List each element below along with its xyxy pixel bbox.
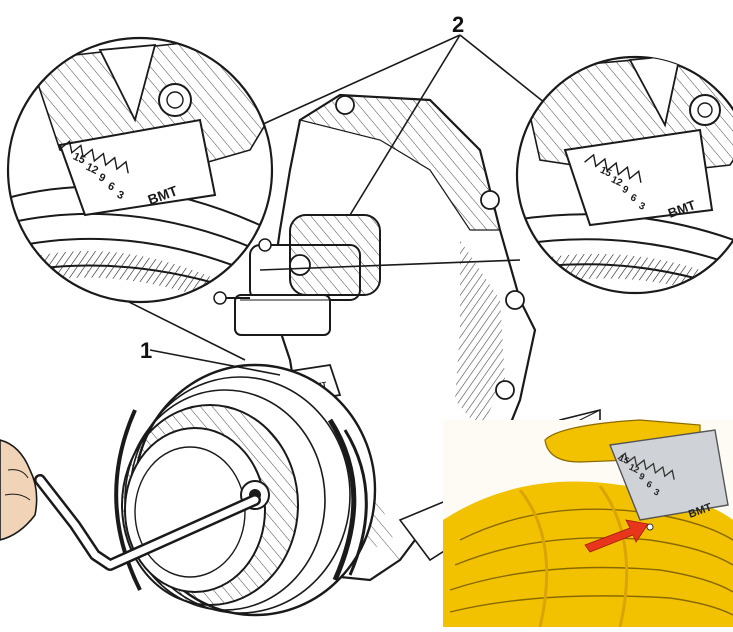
left-scale-digit-15: 15 bbox=[71, 151, 87, 167]
red-arrow-icon bbox=[584, 519, 649, 553]
callout-label-1: 1 bbox=[140, 338, 153, 363]
crank-handle-icon bbox=[34, 474, 261, 571]
hand-icon bbox=[0, 439, 38, 541]
left-scale-digit-9: 9 bbox=[97, 171, 108, 184]
photo-scale-digit-6: 6 bbox=[645, 479, 654, 490]
fuel-pump-assembly bbox=[213, 214, 381, 336]
right-scale-digit-15: 15 bbox=[598, 165, 613, 180]
photo-scale-digit-9: 9 bbox=[638, 471, 647, 482]
left-scale-digit-6: 6 bbox=[106, 180, 117, 193]
left-scale-digit-3: 3 bbox=[115, 189, 126, 202]
right-scale-digit-6: 6 bbox=[629, 192, 639, 205]
callout-label-2: 2 bbox=[452, 12, 465, 37]
photo-scale-digit-3: 3 bbox=[652, 487, 661, 498]
left-magnifier-detail: 15 12 9 6 3 ВМТ bbox=[6, 36, 274, 304]
right-scale-digit-9: 9 bbox=[620, 184, 630, 197]
right-scale-digit-3: 3 bbox=[637, 201, 647, 214]
right-magnifier-detail: 15 12 9 6 3 ВМТ bbox=[515, 55, 733, 295]
photo-scale-digit-15: 15 bbox=[617, 453, 630, 466]
right-scale-digit-12: 12 bbox=[609, 174, 624, 189]
left-scale-digit-12: 12 bbox=[84, 161, 100, 177]
photo-scale-digit-12: 12 bbox=[627, 462, 640, 475]
crankshaft-pulley bbox=[114, 363, 377, 617]
leader-lines bbox=[124, 34, 561, 376]
color-photo-inset: 15 12 9 6 3 ВМТ bbox=[443, 419, 733, 628]
